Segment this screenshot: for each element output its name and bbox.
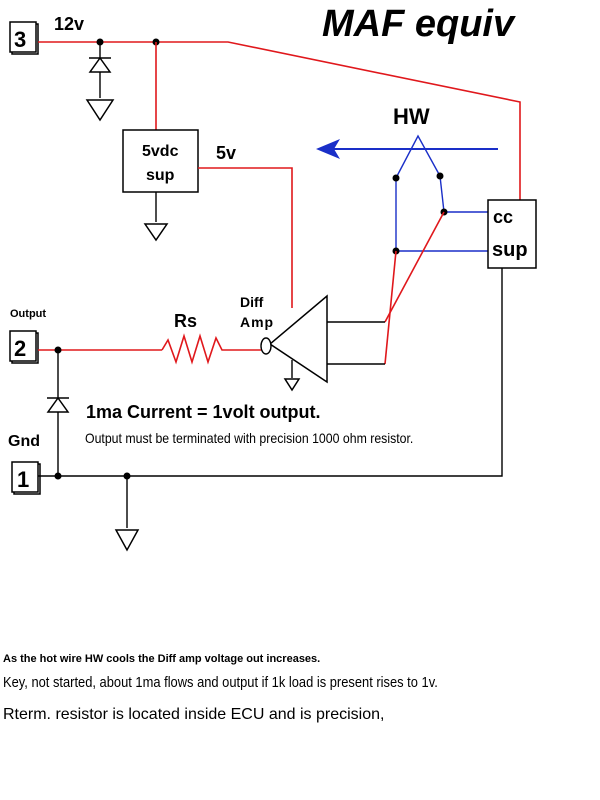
supply-5v-box: 5vdc sup bbox=[122, 129, 199, 193]
junction-dot bbox=[436, 172, 444, 180]
wire-5v-to-amp bbox=[198, 167, 293, 308]
junction-dot bbox=[392, 174, 400, 182]
airflow-arrow-icon bbox=[316, 139, 498, 159]
pin-2-label: 2 bbox=[14, 336, 26, 361]
pin-1-terminal: 1 bbox=[11, 461, 41, 495]
wire-cc-supply-ground bbox=[58, 268, 503, 477]
hot-wire-element bbox=[395, 134, 441, 179]
cc-supply-label-2: sup bbox=[492, 239, 528, 261]
pin-2-terminal: 2 bbox=[9, 330, 39, 364]
termination-note: Output must be terminated with precision… bbox=[85, 430, 413, 446]
junction-dot bbox=[54, 472, 62, 480]
note-hot-wire: As the hot wire HW cools the Diff amp vo… bbox=[3, 653, 321, 665]
headline-text: 1ma Current = 1volt output. bbox=[86, 402, 321, 422]
pin-3-terminal: 3 bbox=[9, 21, 39, 55]
pin-3-label: 3 bbox=[14, 27, 26, 52]
note-key-not-started: Key, not started, about 1ma flows and ou… bbox=[3, 674, 438, 691]
supply-5v-label-2: sup bbox=[146, 167, 175, 184]
pin-1-label: 1 bbox=[17, 467, 29, 492]
label-hw: HW bbox=[393, 104, 430, 129]
label-12v: 12v bbox=[54, 14, 84, 34]
output-label: Output bbox=[10, 308, 46, 320]
ground-symbol-icon bbox=[114, 529, 140, 552]
note-rterm-location: Rterm. resistor is located inside ECU an… bbox=[3, 706, 385, 723]
cc-supply-box: cc sup bbox=[487, 199, 537, 269]
wire-bridge-to-amp-b bbox=[384, 250, 397, 365]
resistor-icon bbox=[161, 333, 261, 365]
supply-5v-label-1: 5vdc bbox=[142, 143, 179, 160]
diode-icon bbox=[46, 350, 70, 476]
diagram-title: MAF equiv bbox=[322, 3, 516, 45]
gnd-label: Gnd bbox=[8, 433, 40, 450]
ground-symbol-icon bbox=[283, 378, 301, 392]
ground-symbol-icon bbox=[143, 223, 169, 242]
diff-amp-label-1: Diff bbox=[240, 294, 264, 310]
wire-12v-rail bbox=[38, 41, 521, 200]
resistor-label: Rs bbox=[174, 311, 197, 331]
diff-amp-triangle-icon bbox=[260, 294, 328, 384]
diff-amp-label-2: Amp bbox=[240, 314, 274, 330]
diode-icon bbox=[88, 42, 112, 98]
ground-symbol-icon bbox=[85, 99, 115, 122]
cc-supply-label-1: cc bbox=[493, 207, 513, 227]
wire-bridge-to-amp-a bbox=[384, 211, 445, 323]
label-5v: 5v bbox=[216, 143, 236, 163]
